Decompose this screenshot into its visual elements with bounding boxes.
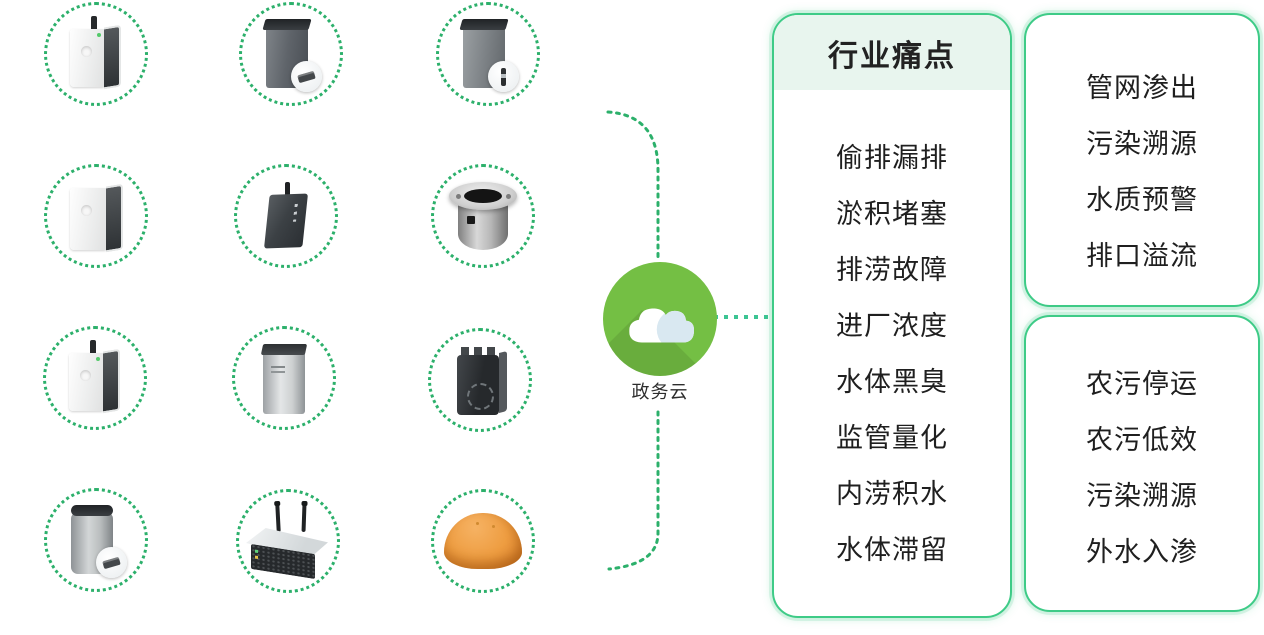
pain-point-item: 内涝积水	[836, 478, 948, 509]
device-collector-curve-bottom	[607, 410, 660, 571]
pain-point-item: 排口溢流	[1086, 240, 1198, 271]
device-ring	[232, 326, 336, 430]
rural-sewage-pain-points-list: 农污停运农污低效污染溯源外水入渗	[1026, 317, 1258, 577]
telemetry-terminal-antenna-icon	[67, 16, 125, 92]
device-ring	[236, 489, 340, 593]
gray-cabinet-connector-icon	[258, 14, 324, 94]
device-ring	[44, 488, 148, 592]
network-pain-points-panel: 管网渗出污染溯源水质预警排口溢流	[1024, 13, 1260, 307]
device-ring	[431, 164, 535, 268]
device-ring	[436, 2, 540, 106]
device-ring	[428, 328, 532, 432]
pain-point-item: 淤积堵塞	[836, 198, 948, 229]
pain-point-item: 水体黑臭	[836, 366, 948, 397]
device-ring	[239, 2, 343, 106]
cloud-label: 政务云	[631, 382, 689, 402]
pain-point-item: 农污停运	[1086, 368, 1198, 399]
pain-point-item: 水质预警	[1086, 184, 1198, 215]
silver-cabinet-icon	[260, 340, 308, 416]
telemetry-terminal-antenna-icon	[66, 340, 124, 416]
float-buoy-icon	[443, 511, 523, 571]
manhole-well-sensor-icon	[448, 178, 518, 254]
device-ring	[431, 489, 535, 593]
pain-point-item: 排涝故障	[836, 254, 948, 285]
gray-cabinet-probe-icon	[455, 14, 521, 94]
cloud-glyph	[629, 308, 695, 343]
gateway-router-icon	[246, 502, 330, 580]
silver-can-connector-icon	[63, 500, 129, 580]
wall-mount-rtu-icon	[67, 178, 125, 254]
dial-meter-icon	[448, 341, 512, 419]
pain-point-item: 农污低效	[1086, 424, 1198, 455]
pain-point-item: 外水入渗	[1086, 536, 1198, 567]
pain-point-item: 管网渗出	[1086, 72, 1198, 103]
rural-sewage-pain-points-panel: 农污停运农污低效污染溯源外水入渗	[1024, 315, 1260, 612]
pain-point-item: 监管量化	[836, 422, 948, 453]
dark-logger-antenna-icon	[258, 180, 314, 252]
device-ring	[234, 164, 338, 268]
device-ring	[44, 2, 148, 106]
device-collector-curve-top	[606, 110, 660, 259]
green-cloud-icon	[603, 262, 717, 376]
pain-points-panel: 行业痛点 偷排漏排淤积堵塞排涝故障进厂浓度水体黑臭监管量化内涝积水水体滞留	[772, 13, 1012, 618]
pain-point-item: 进厂浓度	[836, 310, 948, 341]
pain-points-title: 行业痛点	[774, 15, 1010, 90]
device-ring	[44, 164, 148, 268]
pain-point-item: 污染溯源	[1086, 480, 1198, 511]
pain-point-item: 水体滞留	[836, 534, 948, 565]
pain-point-item: 偷排漏排	[836, 142, 948, 173]
network-pain-points-list: 管网渗出污染溯源水质预警排口溢流	[1026, 15, 1258, 281]
device-ring	[43, 326, 147, 430]
pain-point-item: 污染溯源	[1086, 128, 1198, 159]
pain-points-list: 偷排漏排淤积堵塞排涝故障进厂浓度水体黑臭监管量化内涝积水水体滞留	[774, 90, 1010, 575]
